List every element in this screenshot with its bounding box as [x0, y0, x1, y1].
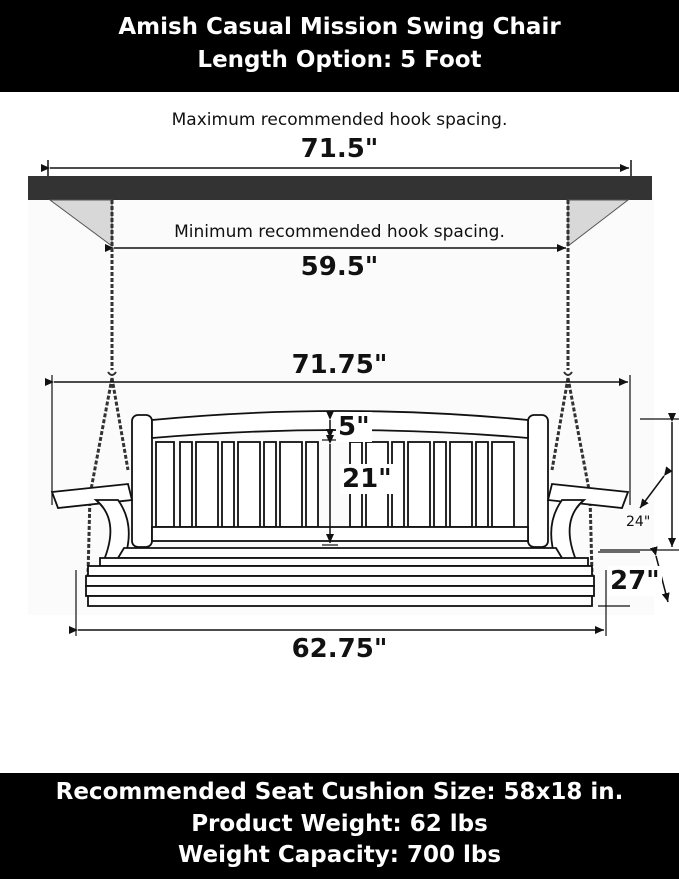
header-banner: Amish Casual Mission Swing Chair Length …	[0, 0, 679, 92]
left-chain	[86, 200, 130, 576]
max-hook-value: 71.5"	[300, 134, 379, 164]
ceiling-beam	[28, 176, 652, 200]
seat-width-value: 62.75"	[291, 634, 388, 664]
swing-back	[131, 410, 549, 548]
seat-depth-dimension-line	[649, 546, 670, 603]
footer-banner: Recommended Seat Cushion Size: 58x18 in.…	[0, 773, 679, 879]
diagram-background	[28, 195, 654, 615]
arm-depth-dimension-line	[639, 466, 673, 509]
arm-depth-value: 24"	[626, 514, 651, 530]
cushion-size: Recommended Seat Cushion Size: 58x18 in.	[55, 779, 624, 805]
min-hook-value: 59.5"	[300, 252, 379, 282]
weight-capacity: Weight Capacity: 700 lbs	[177, 842, 502, 868]
length-option: Length Option: 5 Foot	[197, 47, 482, 73]
product-title: Amish Casual Mission Swing Chair	[118, 14, 561, 40]
overall-width-value: 71.75"	[291, 350, 388, 380]
back-top-value: 5"	[336, 412, 372, 442]
right-brace	[567, 199, 630, 248]
right-chain	[550, 200, 594, 576]
max-hook-label: Maximum recommended hook spacing.	[171, 110, 508, 130]
product-weight: Product Weight: 62 lbs	[191, 811, 488, 837]
back-height-value: 21"	[340, 464, 394, 494]
swing-seat	[85, 547, 595, 607]
swing-arms	[50, 483, 630, 561]
seat-depth-value: 27"	[608, 566, 662, 596]
min-hook-label: Minimum recommended hook spacing.	[174, 222, 505, 242]
left-brace	[48, 199, 113, 247]
